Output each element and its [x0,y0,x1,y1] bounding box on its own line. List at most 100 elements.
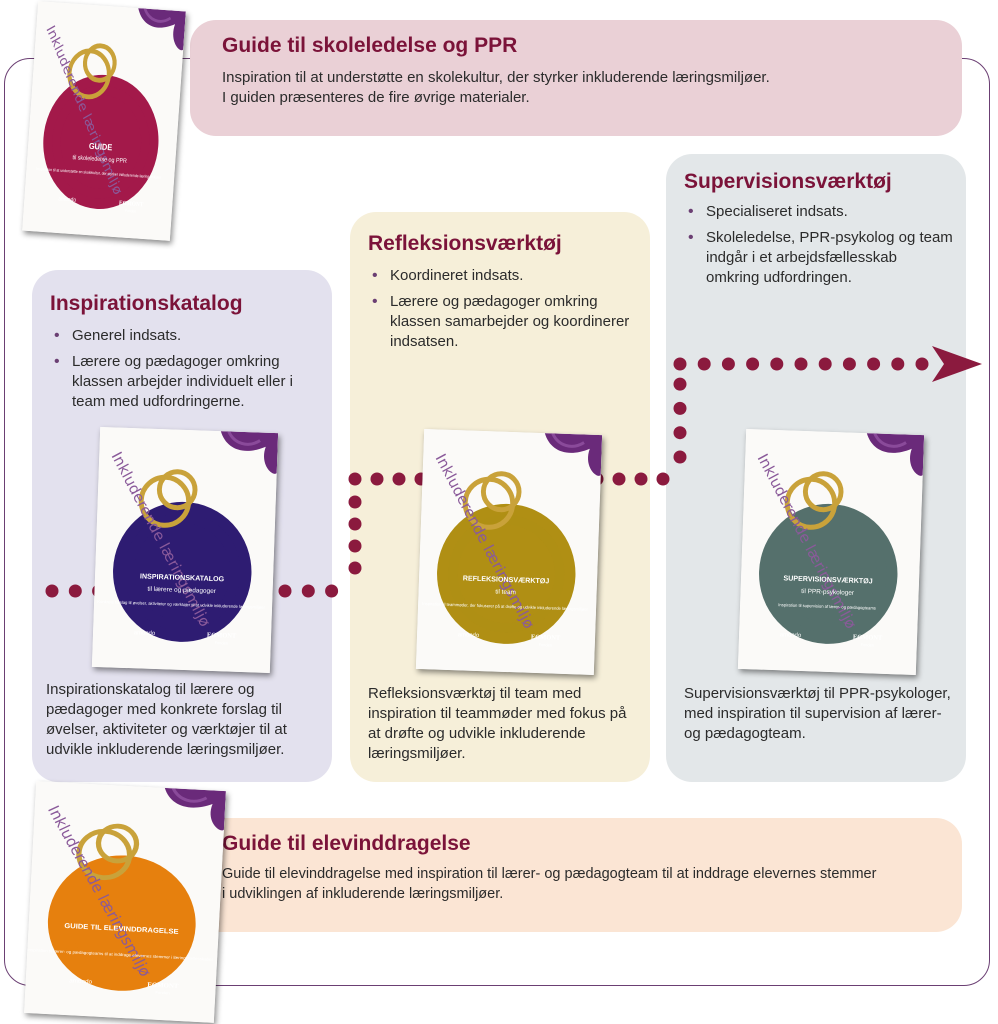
path-dot [278,584,292,598]
path-dot [325,584,339,598]
path-dot [673,426,687,440]
cover-art: Inkluderende læringsmiljø GUIDE TIL ELEV… [24,781,226,1023]
cover-publisher-sub: Fonden [215,640,229,645]
reflection-bullet: Lærere og pædagoger omkring klassen sama… [368,292,630,352]
cover-publisher-sub: Fonden [125,209,136,214]
path-dot [673,450,687,464]
path-dot [818,357,832,371]
cover-subtitle: til lærere og pædagoger [147,586,217,595]
reflection-bullet: Koordineret indsats. [368,266,630,286]
path-dot [612,472,626,486]
cover-refleksionsvaerktoej: Inkluderende læringsmiljø REFLEKSIONSVÆR… [415,428,603,676]
cover-title: REFLEKSIONSVÆRKTØJ [463,574,550,585]
path-dot [867,357,881,371]
path-dot [673,401,687,415]
elevinddragelse-description: Guide til elevinddragelse med inspiratio… [222,864,952,904]
inspiration-bullet: Generel indsats. [50,326,320,346]
inspiration-bullet: Lærere og pædagoger omkring klassen arbe… [50,352,320,412]
cover-subtitle: til skoleledelse og PPR [72,155,127,165]
cover-tagline: Inspiration til supervision af lærer- og… [778,602,876,610]
cover-inspirationskatalog: Inkluderende læringsmiljø INSPIRATIONSKA… [91,426,279,674]
path-dot [721,357,735,371]
path-dot [348,495,362,509]
butterfly-icon [866,433,925,476]
cover-partner-logo: amondo [458,632,480,639]
cover-publisher-logo: EGMONT [119,200,144,208]
elevinddragelse-title: Guide til elevinddragelse [222,832,471,855]
cover-publisher-sub: Fonden [155,990,170,996]
path-dot [68,584,82,598]
path-dot [842,357,856,371]
cover-disc [43,74,159,209]
rings-icon [462,471,522,530]
cover-partner-logo: amondo [780,632,802,639]
cover-disc [47,855,196,991]
reflection-description: Refleksionsværktøj til team med inspirat… [368,685,627,762]
cover-guide: Inkluderende læringsmiljø GUIDE til skol… [22,1,186,241]
cover-disc [113,501,252,642]
cover-art: Inkluderende læringsmiljø REFLEKSIONSVÆR… [415,428,603,676]
guide-desc-line-2: I guiden præsenteres de fire øvrige mate… [222,89,530,106]
cover-publisher-logo: EGMONT [147,982,179,990]
rings-icon [67,43,117,100]
cover-art: Inkluderende læringsmiljø SUPERVISIONSVÆ… [737,428,925,676]
guide-box: Guide til skoleledelse og PPR Inspiratio… [190,20,962,136]
supervision-title: Supervisionsværktøj [684,170,892,193]
cover-supervisionsvaerktoej: Inkluderende læringsmiljø SUPERVISIONSVÆ… [737,428,925,676]
path-dot [348,517,362,531]
path-dot [301,584,315,598]
cover-partner-logo: amondo [69,979,93,986]
cover-title: INSPIRATIONSKATALOG [140,572,225,583]
cover-tagline: Konkrete forslag til øvelser, aktivitete… [97,599,265,610]
path-dot [746,357,760,371]
cover-tagline: Inspiration til teammøder, der fokuserer… [422,601,589,612]
elevinddragelse-box: Guide til elevinddragelse Guide til elev… [190,818,962,932]
path-dot [673,377,687,391]
cover-elevinddragelse: Inkluderende læringsmiljø GUIDE TIL ELEV… [24,781,226,1023]
butterfly-icon [544,433,603,476]
cover-art: Inkluderende læringsmiljø INSPIRATIONSKA… [91,426,279,674]
cover-partner-logo: amondo [58,196,76,204]
cover-title: SUPERVISIONSVÆRKTØJ [783,574,872,585]
cover-publisher-sub: Fonden [861,642,875,647]
cover-title: GUIDE [89,141,114,152]
cover-publisher-sub: Fonden [539,642,553,647]
rings-icon [138,469,198,528]
cover-publisher-logo: EGMONT [531,634,561,642]
path-dot [656,472,670,486]
inspiration-box: Inspirationskatalog Generel indsats. Lær… [32,270,332,782]
inspiration-bullets: Generel indsats. Lærere og pædagoger omk… [50,326,320,418]
path-dot [348,561,362,575]
arrowhead-icon [932,346,982,382]
guide-description: Inspiration til at understøtte en skolek… [222,68,942,108]
reflection-title: Refleksionsværktøj [368,232,562,255]
cover-disc [759,503,898,644]
cover-publisher-logo: EGMONT [207,632,237,640]
elevinddragelse-desc-line-2: i udviklingen af inkluderende læringsmil… [222,886,504,902]
supervision-description: Supervisionsværktøj til PPR-psykologer, … [684,685,951,742]
path-dot [634,472,648,486]
cover-subtitle: til PPR-psykologer [801,588,855,597]
reflection-bullets: Koordineret indsats. Lærere og pædagoger… [368,266,630,358]
butterfly-icon [220,431,279,474]
path-dot [770,357,784,371]
supervision-bullet: Skoleledelse, PPR-psykolog og team indgå… [684,228,954,288]
path-dot [891,357,905,371]
path-dot [794,357,808,371]
path-dot [392,472,406,486]
supervision-bullets: Specialiseret indsats. Skoleledelse, PPR… [684,202,954,294]
cover-art: Inkluderende læringsmiljø GUIDE til skol… [22,1,186,241]
path-dot [348,472,362,486]
path-dot [45,584,59,598]
path-dot [348,539,362,553]
rings-icon [784,471,844,530]
path-dot [915,357,929,371]
path-dot [673,357,687,371]
guide-desc-line-1: Inspiration til at understøtte en skolek… [222,69,770,86]
path-dot [370,472,384,486]
elevinddragelse-desc-line-1: Guide til elevinddragelse med inspiratio… [222,866,877,882]
cover-partner-logo: amondo [134,630,156,637]
cover-disc [437,503,576,644]
cover-subtitle: til team [495,589,516,597]
supervision-bullet: Specialiseret indsats. [684,202,954,222]
